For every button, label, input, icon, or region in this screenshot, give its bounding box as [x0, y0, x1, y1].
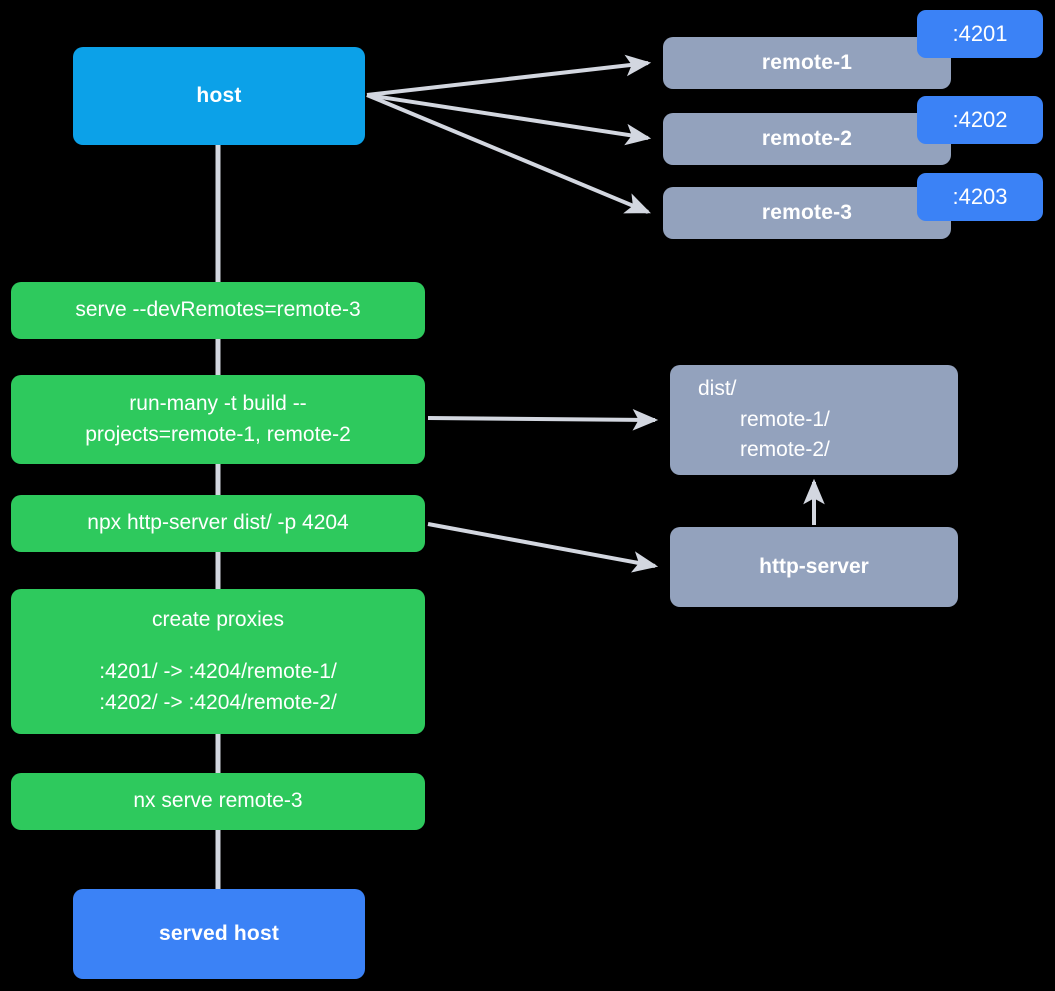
node-remote-1[interactable]: remote-1 [663, 37, 951, 89]
node-remote-2[interactable]: remote-2 [663, 113, 951, 165]
node-command-npx-http-server[interactable]: npx http-server dist/ -p 4204 [11, 495, 425, 552]
dist-root-label: dist/ [698, 377, 737, 401]
node-remote-1-label: remote-1 [761, 51, 853, 74]
edge-host-to-remote-2 [366, 93, 652, 146]
command-npx-line-1: npx http-server dist/ -p 4204 [87, 511, 349, 535]
port-badge-remote-2: :4202 [917, 96, 1043, 144]
dist-child-remote-2: remote-2/ [740, 438, 830, 462]
node-http-server-label: http-server [759, 555, 869, 578]
dist-child-remote-1: remote-1/ [740, 407, 830, 431]
node-served-host-label: served host [158, 922, 280, 945]
command-run-many-line-2: projects=remote-1, remote-2 [85, 422, 351, 446]
node-http-server[interactable]: http-server [670, 527, 958, 607]
port-badge-remote-1-label: :4201 [952, 21, 1008, 46]
port-badge-remote-3-label: :4203 [952, 184, 1008, 209]
node-command-create-proxies[interactable]: create proxies :4201/ -> :4204/remote-1/… [11, 589, 425, 734]
edge-run-many-to-dist [427, 409, 659, 431]
port-badge-remote-2-label: :4202 [952, 107, 1008, 132]
node-served-host[interactable]: served host [73, 889, 365, 979]
node-host-label: host [196, 84, 242, 107]
node-dist-folder[interactable]: dist/ remote-1/ remote-2/ [670, 365, 958, 475]
command-serve-line-1: serve --devRemotes=remote-3 [75, 298, 361, 322]
port-badge-remote-1: :4201 [917, 10, 1043, 58]
command-create-proxies-line-1: :4201/ -> :4204/remote-1/ [99, 660, 337, 684]
port-badge-remote-3: :4203 [917, 173, 1043, 221]
node-host[interactable]: host [73, 47, 365, 145]
edge-npx-to-http-server [427, 522, 659, 573]
node-remote-3[interactable]: remote-3 [663, 187, 951, 239]
command-create-proxies-title: create proxies [152, 607, 284, 631]
command-run-many-line-1: run-many -t build -- [129, 392, 307, 416]
command-create-proxies-line-2: :4202/ -> :4204/remote-2/ [99, 690, 337, 714]
command-nx-serve-line-1: nx serve remote-3 [133, 789, 303, 813]
node-command-nx-serve[interactable]: nx serve remote-3 [11, 773, 425, 830]
node-remote-2-label: remote-2 [761, 127, 853, 150]
edge-host-to-remote-1 [366, 54, 652, 97]
node-remote-3-label: remote-3 [761, 201, 853, 224]
edge-host-to-remote-3 [366, 93, 651, 214]
node-command-run-many[interactable]: run-many -t build -- projects=remote-1, … [11, 375, 425, 464]
node-command-serve[interactable]: serve --devRemotes=remote-3 [11, 282, 425, 339]
